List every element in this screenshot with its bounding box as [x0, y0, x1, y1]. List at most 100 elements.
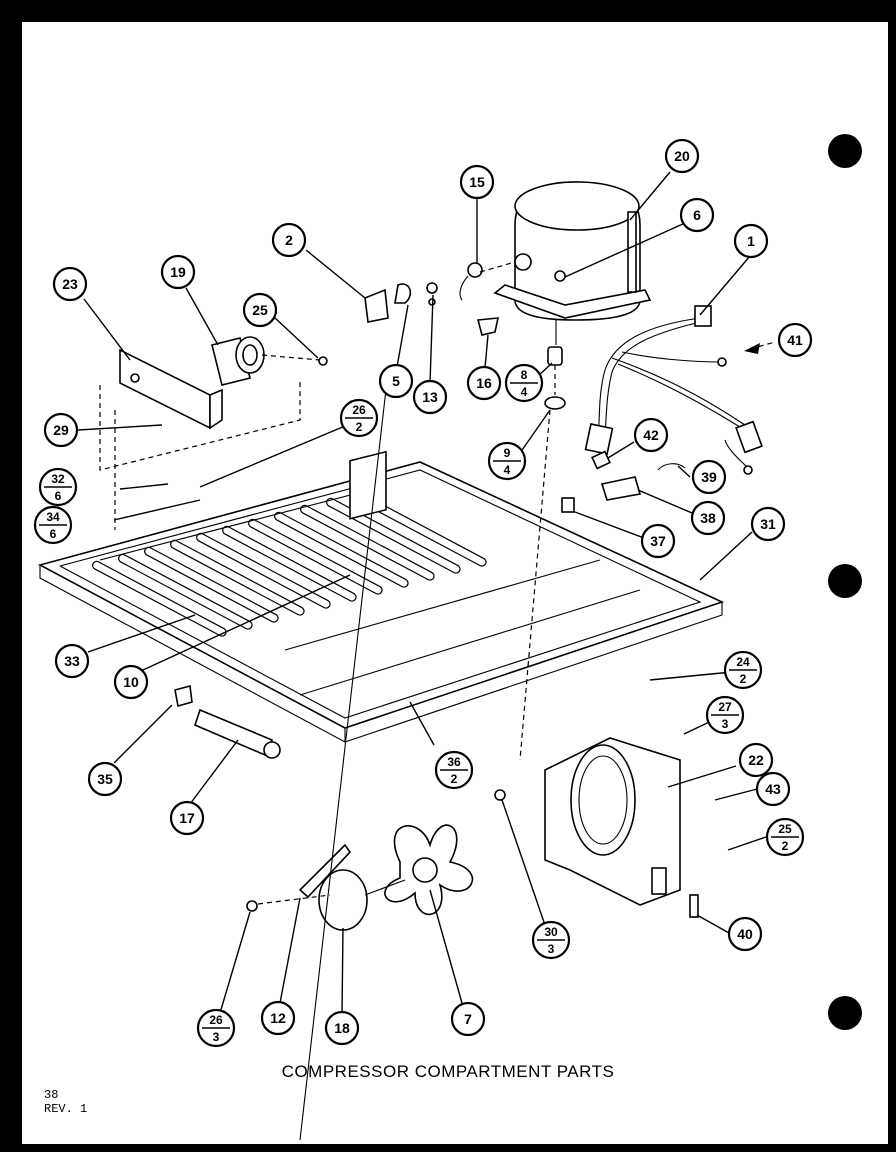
callout-circle	[738, 742, 774, 778]
callout-denominator: 6	[55, 489, 62, 503]
callout-label: 12	[270, 1010, 286, 1026]
defrost-timer	[211, 336, 328, 386]
callout-label: 16	[476, 375, 492, 391]
callout-label: 38	[700, 510, 716, 526]
callout-circle	[633, 417, 669, 453]
callout-39: 39	[691, 459, 727, 495]
callout-label: 39	[701, 469, 717, 485]
callout-denominator: 3	[213, 1030, 220, 1044]
callout-33: 33	[54, 643, 90, 679]
callout-denominator: 2	[356, 420, 363, 434]
callout-32-over-6: 326	[38, 467, 78, 507]
callout-7: 7	[450, 1001, 486, 1037]
callout-circle	[690, 500, 726, 536]
pan-slot	[170, 539, 305, 616]
callout-circle	[160, 254, 196, 290]
callout-43: 43	[755, 771, 791, 807]
callout-label: 6	[693, 207, 701, 223]
punch-hole-top	[828, 134, 862, 168]
callout-label: 42	[643, 427, 659, 443]
callout-circle	[691, 459, 727, 495]
callout-circle	[169, 800, 205, 836]
callout-circle	[324, 1010, 360, 1046]
callout-circle	[450, 1001, 486, 1037]
callout-label: 33	[64, 653, 80, 669]
callout-2: 2	[271, 222, 307, 258]
callout-circle	[242, 292, 278, 328]
callout-9-over-4: 94	[487, 441, 527, 481]
timer-bracket	[99, 348, 301, 530]
callout-36-over-2: 362	[434, 750, 474, 790]
callout-circle	[43, 412, 79, 448]
callout-8-over-4: 84	[504, 363, 544, 403]
callout-circle	[52, 266, 88, 302]
callout-circle	[640, 523, 676, 559]
callout-31: 31	[750, 506, 786, 542]
callout-27-over-3: 273	[705, 695, 745, 735]
callout-numerator: 27	[718, 700, 732, 714]
callout-label: 40	[737, 926, 753, 942]
compressor	[493, 181, 652, 345]
callout-circle	[755, 771, 791, 807]
callout-circle	[54, 643, 90, 679]
callout-circle	[727, 916, 763, 952]
callout-20: 20	[664, 138, 700, 174]
callout-label: 20	[674, 148, 690, 164]
callout-denominator: 2	[451, 772, 458, 786]
drain-tube	[174, 684, 281, 759]
callout-label: 37	[650, 533, 666, 549]
callout-numerator: 32	[51, 472, 65, 486]
callout-circle	[733, 223, 769, 259]
callout-numerator: 26	[352, 403, 366, 417]
callout-25-over-2: 252	[765, 817, 805, 857]
callout-26-over-2: 262	[339, 398, 379, 438]
callout-denominator: 4	[521, 385, 528, 399]
callout-17: 17	[169, 800, 205, 836]
callout-circle	[459, 164, 495, 200]
base-pan-slots	[92, 490, 487, 637]
callout-15: 15	[459, 164, 495, 200]
callout-numerator: 8	[521, 368, 528, 382]
pan-slot	[118, 553, 253, 630]
callout-30-over-3: 303	[531, 920, 571, 960]
callout-circle	[271, 222, 307, 258]
callout-circle	[777, 322, 813, 358]
callout-label: 5	[392, 373, 400, 389]
callout-label: 13	[422, 389, 438, 405]
callout-35: 35	[87, 761, 123, 797]
callout-37: 37	[640, 523, 676, 559]
wiring-harness	[584, 305, 763, 475]
callout-circle	[87, 761, 123, 797]
callout-29: 29	[43, 412, 79, 448]
callout-numerator: 25	[778, 822, 792, 836]
callout-denominator: 3	[722, 717, 729, 731]
page-number: 38	[44, 1088, 59, 1102]
callout-numerator: 24	[736, 655, 750, 669]
callout-numerator: 30	[544, 925, 558, 939]
callout-circle	[664, 138, 700, 174]
arrow-pointer	[744, 341, 776, 354]
punch-hole-middle	[828, 564, 862, 598]
callout-41: 41	[777, 322, 813, 358]
callout-bubbles: 1256710121315161718192022232529313335373…	[33, 138, 813, 1048]
page-info: 38 REV. 1	[44, 1088, 87, 1116]
callout-denominator: 2	[782, 839, 789, 853]
leader-lines	[77, 171, 767, 1014]
callout-13: 13	[412, 379, 448, 415]
callout-label: 43	[765, 781, 781, 797]
callout-16: 16	[466, 365, 502, 401]
callout-label: 19	[170, 264, 186, 280]
callout-circle	[679, 197, 715, 233]
grommet-stack	[519, 346, 566, 761]
callout-circle	[750, 506, 786, 542]
relay-parts	[561, 450, 686, 513]
callout-18: 18	[324, 1010, 360, 1046]
callout-label: 18	[334, 1020, 350, 1036]
callout-label: 7	[464, 1011, 472, 1027]
callout-26-over-3: 263	[196, 1008, 236, 1048]
callout-label: 35	[97, 771, 113, 787]
callout-numerator: 34	[46, 510, 60, 524]
callout-label: 17	[179, 810, 195, 826]
callout-23: 23	[52, 266, 88, 302]
callout-12: 12	[260, 1000, 296, 1036]
